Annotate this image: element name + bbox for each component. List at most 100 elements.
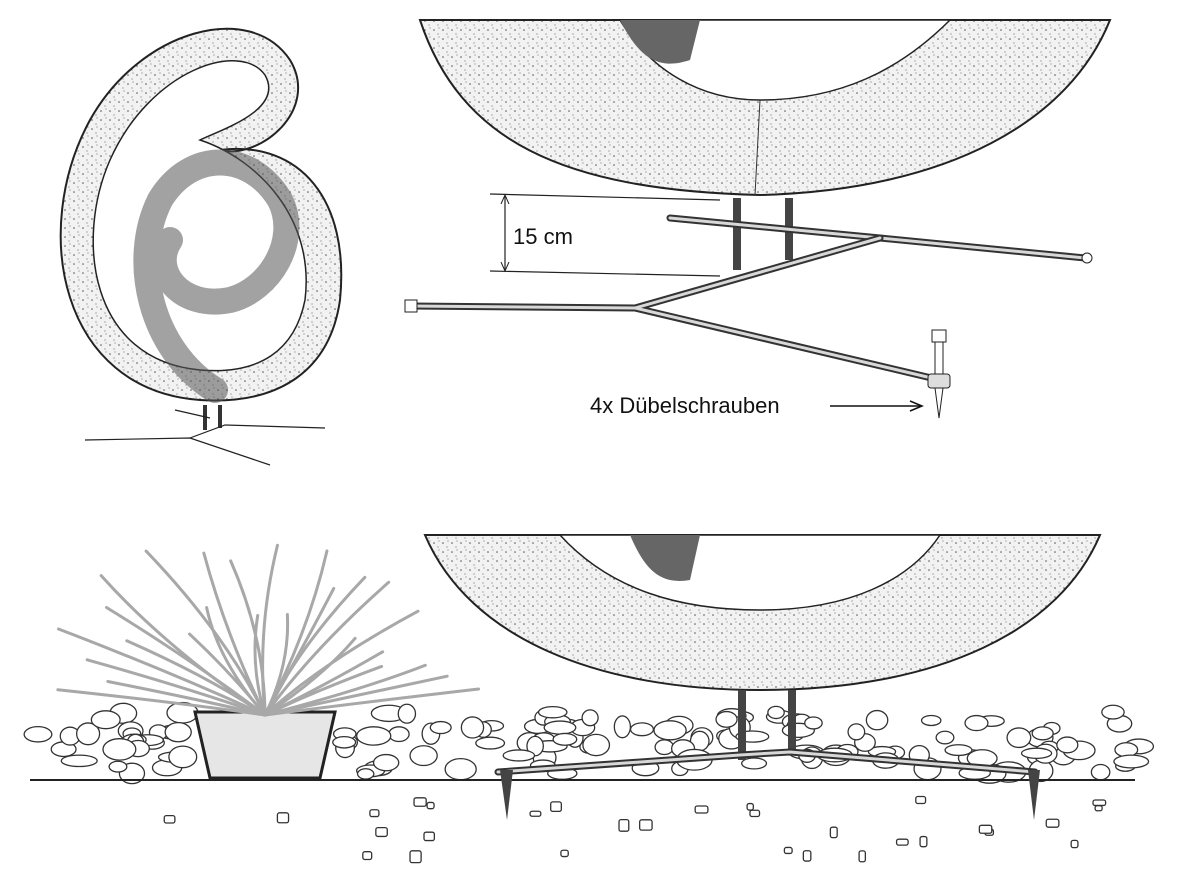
rock [629,722,655,737]
rock [372,753,400,772]
rock [102,738,137,761]
pebble [802,850,812,862]
planter-pot [193,710,337,780]
rock [537,705,568,719]
grass-blade [263,609,420,717]
rock [90,710,121,730]
pebble [409,850,422,864]
rock [460,716,485,739]
pebble [858,850,867,863]
pebble [1070,839,1079,849]
rock [964,714,989,732]
grass-blade [261,543,279,717]
soil-pebbles [163,795,1107,864]
screws-label: 4x Dübelschrauben [590,393,780,418]
rock [920,714,942,727]
rock [388,726,410,743]
grass-blade [263,575,367,717]
rock [1056,736,1079,754]
grass-blade [263,664,384,717]
rock [804,716,823,730]
rock [543,720,577,735]
rod-end [404,299,418,313]
pebble [369,809,380,818]
rock [475,736,506,750]
rock [847,723,866,741]
rock [429,720,452,735]
arrow-icon [830,400,924,412]
rock [409,745,438,767]
sculpture-overview [59,27,343,466]
grass-blade [56,688,267,717]
rock [1113,754,1150,769]
rock [23,726,53,743]
rock [767,705,785,720]
rock [741,757,768,770]
rock [1006,727,1032,749]
pebble [895,838,909,846]
rock [715,710,738,728]
rock [935,730,955,745]
post [788,690,796,755]
pebble [749,809,761,818]
rock [653,720,687,741]
rock [654,739,675,756]
pebble [560,849,569,858]
grass-blade [263,580,391,717]
rock [168,745,198,769]
height-label: 15 cm [513,224,573,249]
grass-blade [99,574,267,717]
stand-overview [84,405,326,466]
pebble [746,802,754,811]
dimension-15cm: 15 cm [489,193,721,277]
rock [1101,704,1125,720]
rock [581,709,599,727]
grass-blade [85,658,267,717]
ground-installation [23,534,1155,864]
rock [1020,747,1053,760]
rock [355,726,392,746]
pebble [694,805,709,814]
pebble [276,812,290,824]
rock [332,736,357,749]
pebble [1092,799,1107,807]
grass-blade [106,680,267,717]
ground-screw-icon [1028,770,1040,820]
rock [108,760,128,773]
pebble [362,851,373,861]
screw-icon [927,329,951,419]
pebble [426,801,435,810]
grass-plant [56,543,481,717]
ground-screw-icon [500,770,513,820]
rock [865,709,889,731]
rock [613,715,632,739]
pebble [783,846,793,855]
rock [164,721,192,743]
rock [356,768,375,780]
pebble [1045,818,1060,828]
post [733,198,741,270]
pebble [375,826,388,838]
pebble [919,835,928,848]
pebble [163,814,176,824]
rock [552,732,578,746]
rock [75,722,101,746]
rock [397,703,417,724]
grass-blade [253,613,267,717]
pebble [550,801,562,813]
grass-blade [263,674,449,717]
rock [1090,763,1111,781]
pebble [618,818,630,832]
pebble [978,824,993,834]
pebble [1094,805,1103,812]
rock [502,749,536,762]
post [738,690,746,760]
pebble [413,797,427,807]
pebble [829,826,838,839]
rod-end [1081,252,1093,264]
rock-layer [23,701,1155,785]
pebble [915,795,927,805]
grass-blade [263,687,481,717]
grass-blade [205,606,267,717]
